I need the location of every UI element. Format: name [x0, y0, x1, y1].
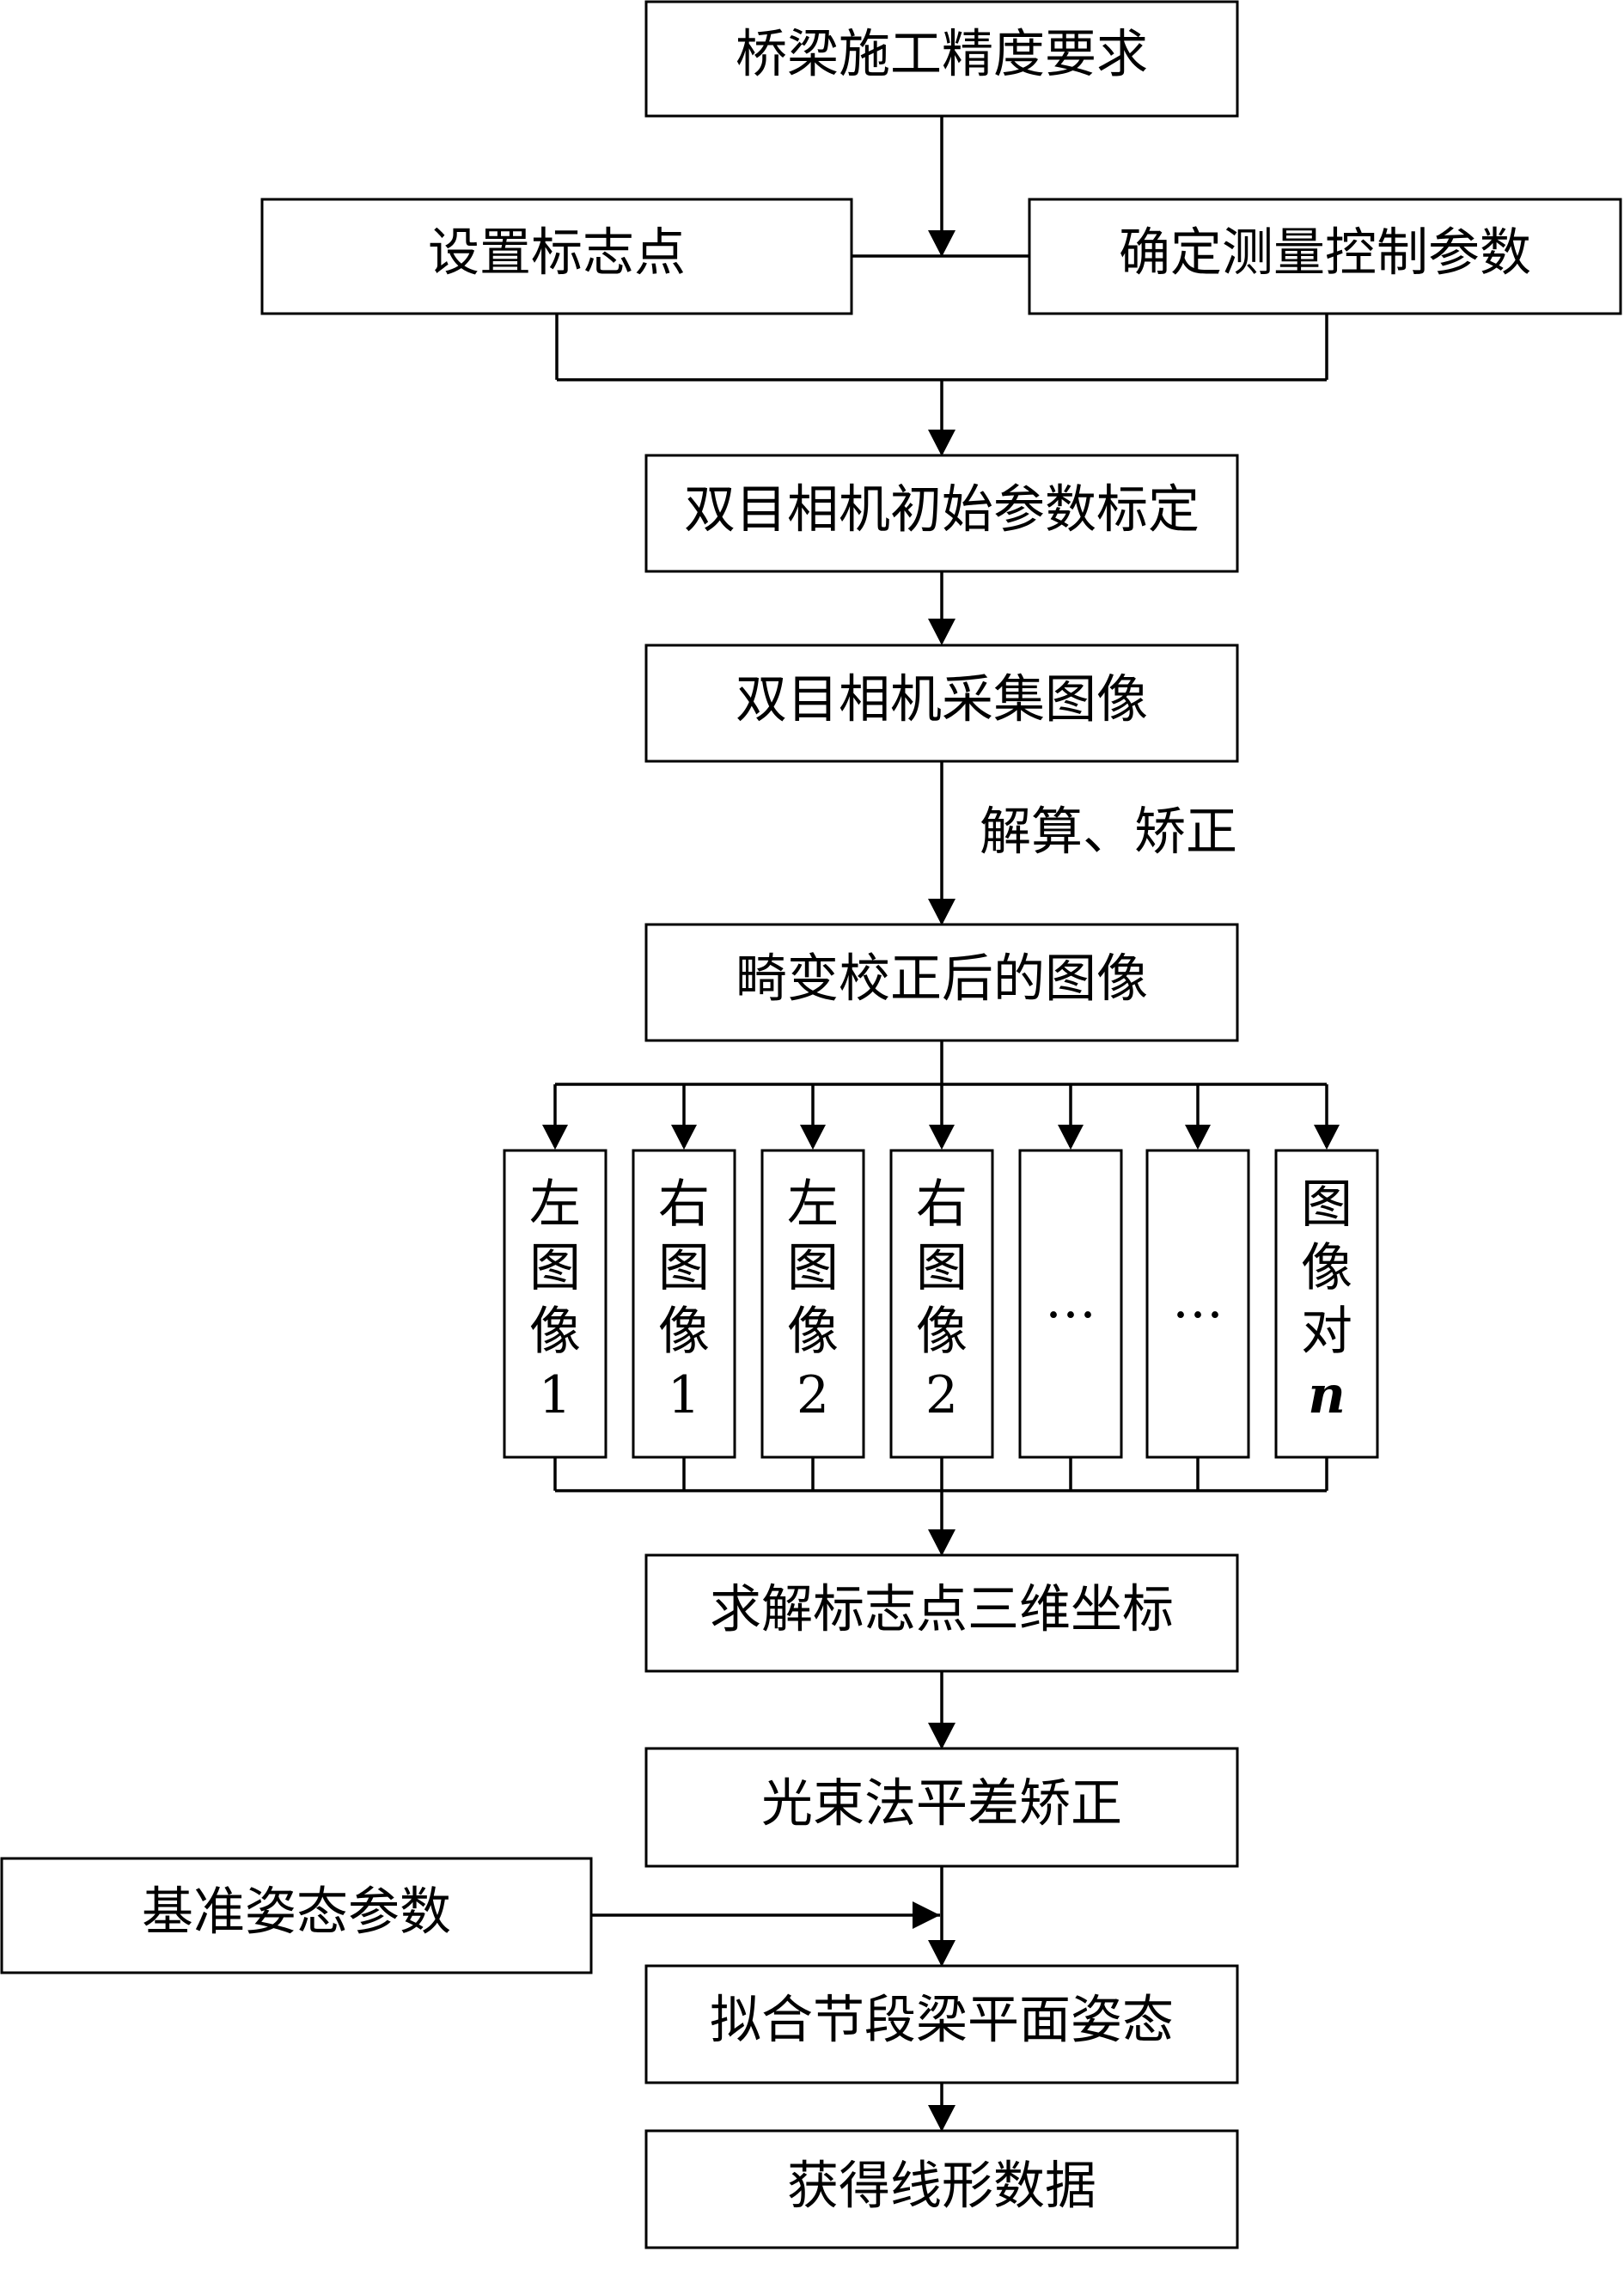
distribution-arrowhead-1 [542, 1125, 568, 1150]
image-pair-box-6: … [1145, 1149, 1250, 1459]
node-bundle-adjust-label: 光束法平差矫正 [761, 1774, 1122, 1834]
distribution-arrowhead-3 [800, 1125, 826, 1150]
node-precision-label: 桥梁施工精度要求 [736, 25, 1148, 85]
distribution-arrowhead-4 [929, 1125, 955, 1150]
image-pair-char: 图 [1301, 1175, 1352, 1235]
distribution-arrowhead-7 [1314, 1125, 1340, 1150]
image-pair-char: 左 [529, 1175, 581, 1235]
image-pair-char: n [1308, 1365, 1346, 1425]
image-pair-char: 1 [668, 1365, 700, 1425]
arrowhead-1 [928, 230, 955, 257]
arrowhead-9 [928, 2105, 955, 2132]
arrowhead-3 [928, 619, 955, 645]
node-capture-label: 双目相机采集图像 [736, 670, 1148, 730]
distribution-arrows [542, 1084, 1340, 1150]
arrowhead-5 [928, 1529, 955, 1556]
image-pair-char: 像 [787, 1302, 839, 1362]
image-pair-char: 像 [916, 1302, 968, 1362]
collection-lines [553, 1457, 1328, 1491]
node-fit-attitude-label: 拟合节段梁平面姿态 [710, 1991, 1174, 2051]
node-calibration-label: 双目相机初始参数标定 [684, 480, 1200, 540]
node-linear-data-label: 获得线形数据 [787, 2157, 1096, 2217]
image-pair-char: … [1045, 1270, 1096, 1330]
node-fit-attitude: 拟合节段梁平面姿态 [644, 1964, 1239, 2084]
image-pair-char: 图 [529, 1238, 581, 1298]
node-solve-3d-label: 求解标志点三维坐标 [710, 1580, 1174, 1640]
image-pair-char: 对 [1301, 1302, 1352, 1362]
image-pair-char: 图 [916, 1238, 968, 1298]
image-pair-char: 右 [916, 1175, 968, 1235]
arrowhead-4 [928, 899, 955, 925]
image-pair-char: 右 [658, 1175, 710, 1235]
node-reference-attitude-label: 基准姿态参数 [142, 1883, 451, 1943]
node-corrected: 畸变校正后的图像 [644, 923, 1239, 1042]
connectors [542, 116, 1340, 2132]
image-pair-char: … [1172, 1270, 1224, 1330]
edge-label-solve-rectify: 解算、矫正 [980, 802, 1237, 863]
distribution-arrowhead-2 [671, 1125, 697, 1150]
distribution-arrowhead-5 [1058, 1125, 1084, 1150]
image-pair-box-5: … [1018, 1149, 1123, 1459]
image-pair-char: 2 [797, 1365, 829, 1425]
node-precision: 桥梁施工精度要求 [644, 0, 1239, 118]
node-control-params-label: 确定测量控制参数 [1119, 223, 1531, 284]
node-markers: 设置标志点 [260, 198, 853, 315]
image-pair-char: 左 [787, 1175, 839, 1235]
distribution-arrowhead-6 [1185, 1125, 1211, 1150]
image-pair-char: 图 [658, 1238, 710, 1298]
image-pair-char: 像 [1301, 1238, 1352, 1298]
image-pair-char: 图 [787, 1238, 839, 1298]
image-pair-char: 2 [925, 1365, 958, 1425]
image-pair-char: 1 [539, 1365, 571, 1425]
node-linear-data: 获得线形数据 [644, 2129, 1239, 2249]
node-solve-3d: 求解标志点三维坐标 [644, 1553, 1239, 1673]
arrowhead-8 [913, 1901, 940, 1929]
node-corrected-label: 畸变校正后的图像 [736, 949, 1148, 1010]
arrowhead-2 [928, 430, 955, 456]
image-pair-char: 像 [529, 1302, 581, 1362]
node-reference-attitude: 基准姿态参数 [0, 1857, 593, 1974]
image-pair-char: 像 [658, 1302, 710, 1362]
node-markers-label: 设置标志点 [428, 223, 686, 284]
arrowhead-7 [928, 1940, 955, 1967]
node-control-params: 确定测量控制参数 [1028, 198, 1622, 315]
arrowhead-6 [928, 1723, 955, 1749]
node-capture: 双目相机采集图像 [644, 644, 1239, 763]
node-calibration: 双目相机初始参数标定 [644, 454, 1239, 573]
node-bundle-adjust: 光束法平差矫正 [644, 1747, 1239, 1868]
